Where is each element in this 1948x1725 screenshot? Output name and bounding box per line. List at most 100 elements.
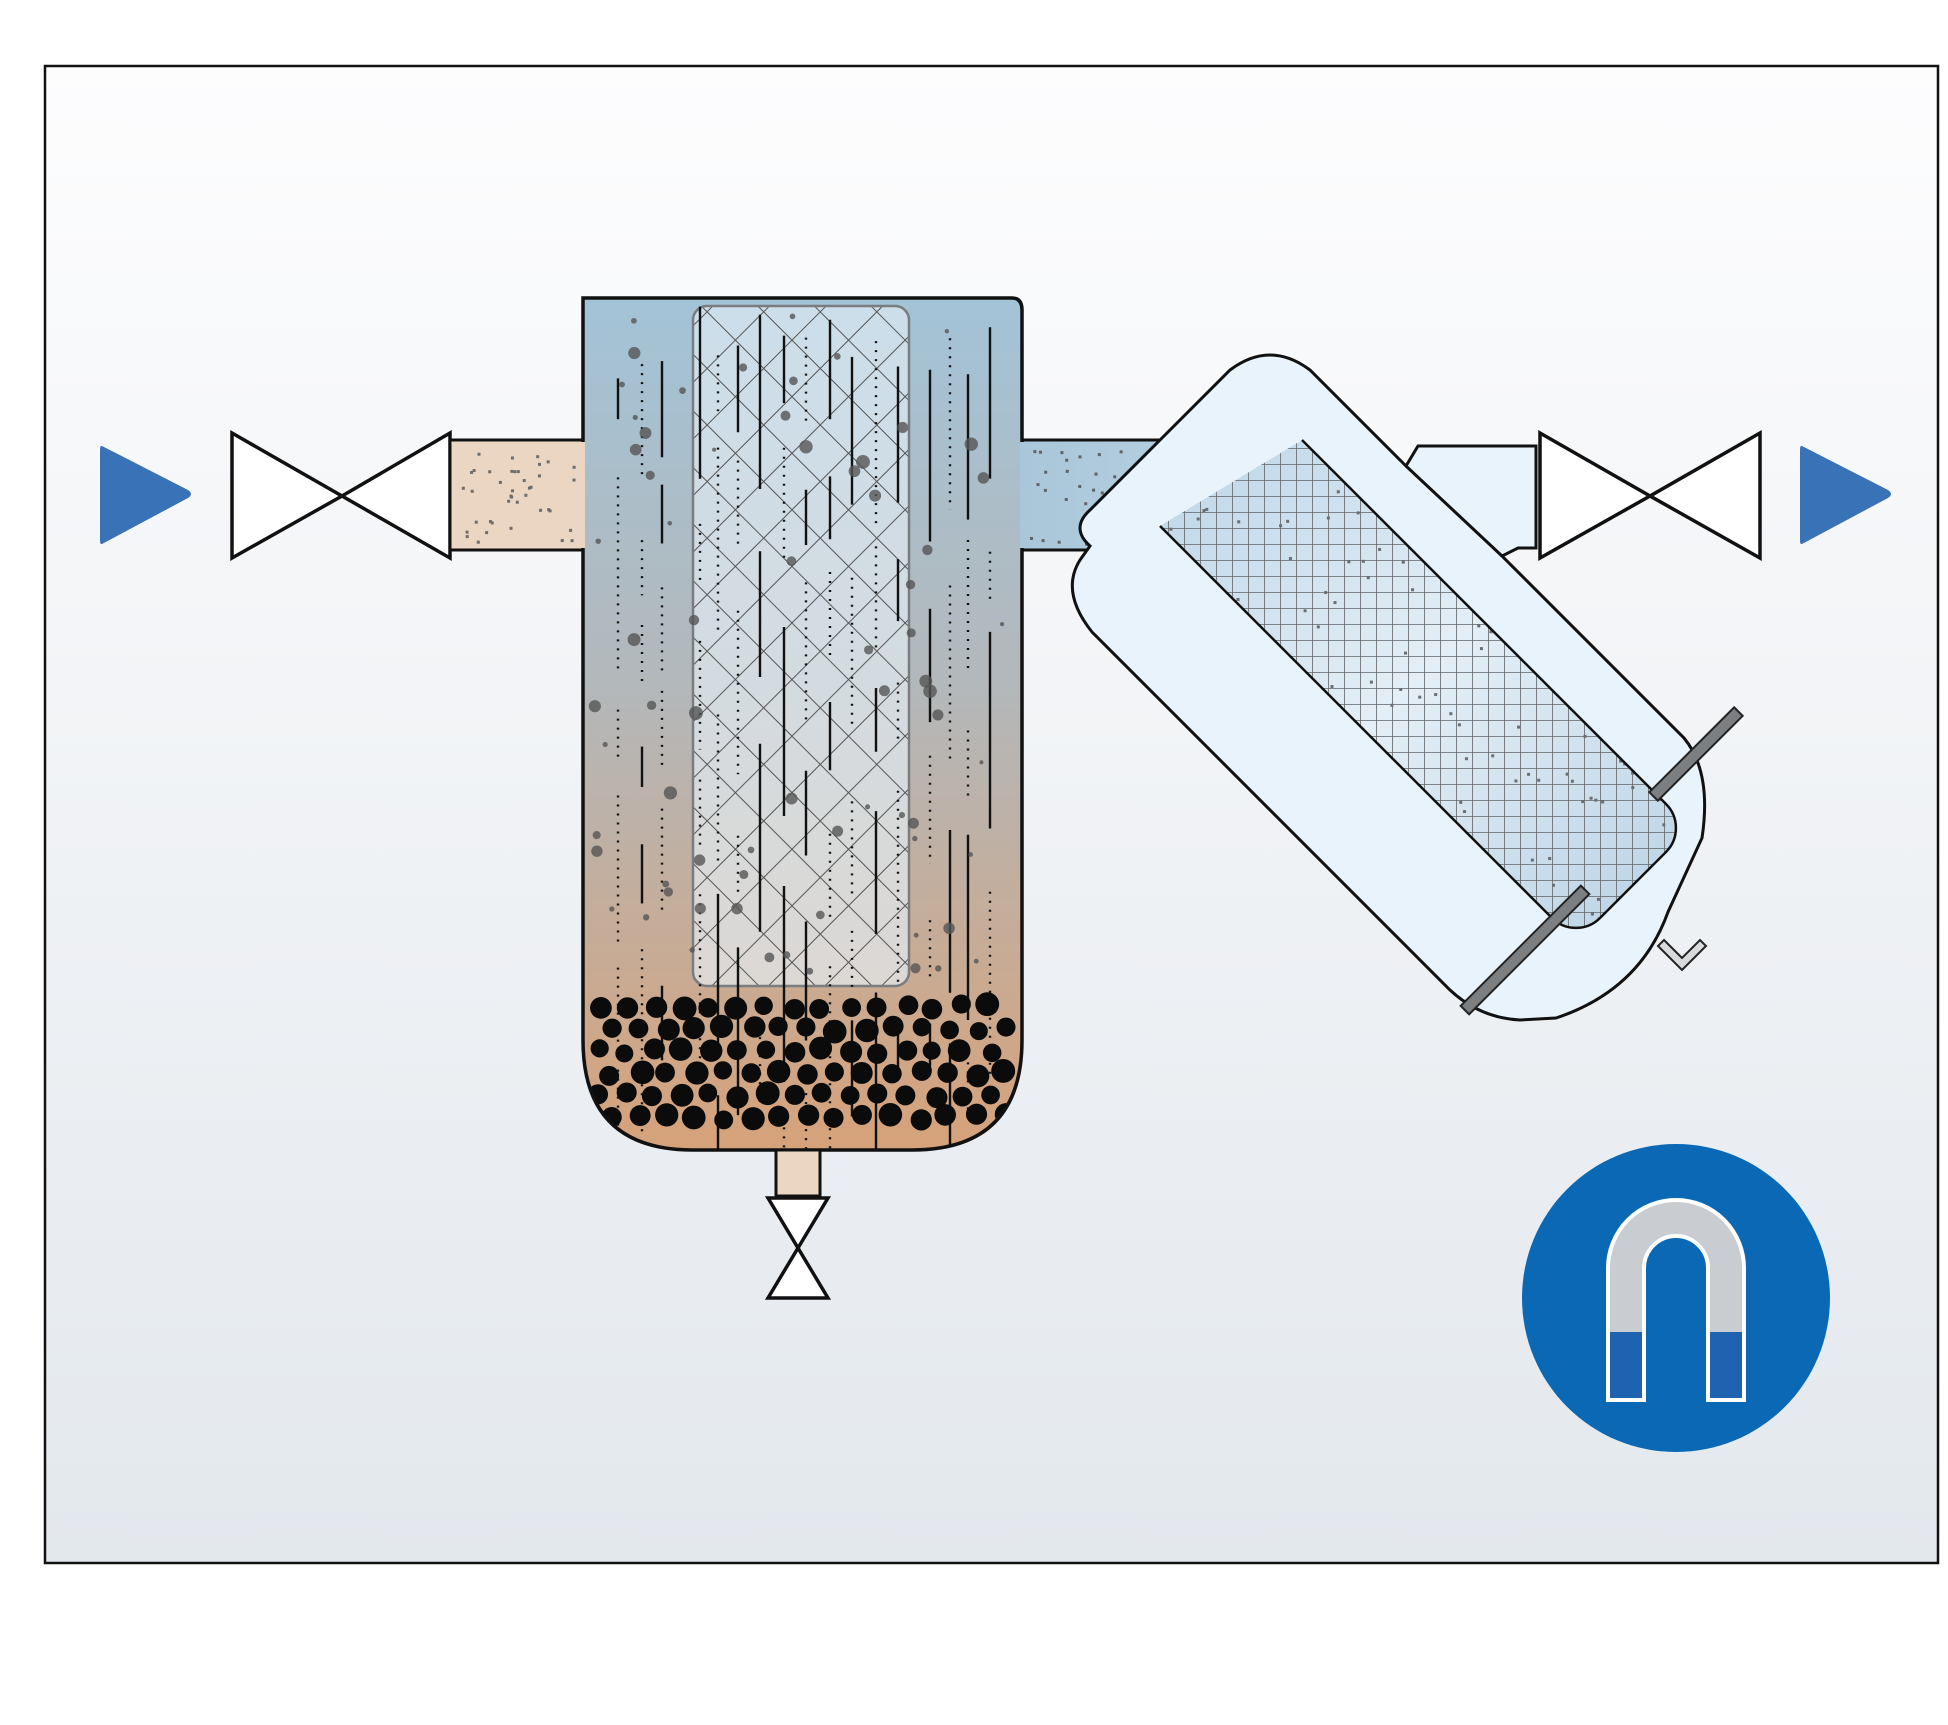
settled-particle — [926, 1087, 948, 1109]
dot — [789, 313, 796, 320]
speckle — [1078, 484, 1082, 488]
speckle — [1236, 597, 1240, 601]
dot — [785, 792, 798, 805]
speckle — [1097, 453, 1101, 457]
dot — [632, 414, 638, 421]
settled-particle — [882, 1063, 902, 1084]
speckle — [1119, 450, 1123, 454]
mesh-cartridge — [693, 306, 909, 986]
settled-particle — [951, 994, 971, 1014]
speckle — [1434, 693, 1438, 697]
inlet-pipe — [448, 438, 586, 552]
dot — [631, 317, 637, 324]
inlet-valve-icon[interactable] — [230, 429, 452, 562]
dot — [786, 556, 797, 567]
speckle — [1411, 588, 1415, 592]
dot — [663, 786, 678, 800]
speckle — [509, 526, 513, 530]
settled-particle — [797, 1104, 820, 1126]
settled-particle — [811, 1082, 832, 1103]
y-strainer — [1070, 353, 1745, 1022]
settled-particle — [851, 1104, 872, 1125]
settled-particle — [840, 1086, 860, 1105]
speckle — [1196, 517, 1200, 521]
speckle — [546, 460, 550, 464]
settled-particle — [867, 1083, 888, 1104]
dot — [747, 846, 755, 854]
speckle — [472, 469, 476, 473]
speckle — [569, 528, 573, 532]
speckle — [507, 499, 511, 503]
speckle — [488, 520, 492, 524]
settled-particle — [842, 998, 862, 1017]
dot — [944, 329, 950, 334]
dot — [629, 443, 642, 456]
settled-particle — [952, 1086, 973, 1107]
settled-particle — [921, 998, 943, 1020]
settled-particle — [975, 992, 1000, 1017]
dot — [943, 922, 955, 935]
settled-particle — [685, 1061, 709, 1085]
settled-particle — [797, 1064, 818, 1085]
dot — [977, 472, 990, 484]
settled-particle — [615, 1044, 634, 1063]
settled-particle — [629, 1105, 651, 1127]
settled-particle — [934, 1104, 956, 1126]
settled-particle — [866, 997, 887, 1018]
dot — [602, 741, 608, 748]
speckle — [1060, 451, 1064, 455]
dot — [799, 440, 813, 454]
settled-particle — [681, 1105, 706, 1130]
dot — [588, 700, 601, 713]
settled-particle — [630, 1060, 655, 1085]
drain-valve-icon[interactable] — [764, 1196, 832, 1300]
dot — [910, 963, 921, 974]
speckle — [1565, 772, 1569, 776]
dot — [865, 804, 871, 810]
dot — [864, 645, 874, 655]
dot — [592, 831, 601, 840]
speckle — [1489, 630, 1493, 634]
speckle — [490, 521, 494, 525]
dot — [922, 544, 933, 556]
settled-particle — [809, 999, 830, 1019]
dot — [738, 363, 748, 372]
speckle — [510, 469, 514, 473]
speckle — [1064, 497, 1068, 501]
speckle — [560, 539, 564, 543]
speckle — [529, 485, 533, 489]
horseshoe-magnet-icon — [1606, 1198, 1746, 1402]
speckle — [1333, 601, 1337, 605]
speckle — [476, 540, 480, 544]
speckle — [498, 480, 502, 484]
settled-particle — [655, 1103, 679, 1127]
speckle — [1530, 858, 1534, 862]
settled-particle — [590, 1039, 609, 1058]
settled-particle — [784, 998, 805, 1020]
dot — [783, 951, 791, 959]
speckle — [1316, 625, 1320, 629]
dot — [932, 709, 944, 721]
dot — [935, 965, 942, 972]
speckle — [510, 456, 514, 460]
settled-particle — [756, 1040, 776, 1059]
outlet-valve-icon[interactable] — [1538, 429, 1762, 561]
dot — [627, 633, 641, 647]
dot — [913, 932, 919, 938]
speckle — [1619, 759, 1623, 763]
settled-particle — [698, 1083, 718, 1103]
speckle — [570, 539, 574, 543]
speckle — [1418, 695, 1422, 699]
settled-particle — [714, 1110, 734, 1130]
settled-particle — [768, 1105, 790, 1127]
settled-particle — [657, 1018, 680, 1041]
settled-particle — [713, 1061, 733, 1080]
dot — [663, 887, 674, 897]
speckle — [1631, 771, 1635, 775]
separator-vessel — [581, 296, 1024, 1152]
inlet-flow-arrow-icon — [100, 445, 191, 545]
dot — [645, 470, 655, 480]
settled-particle — [910, 1109, 932, 1131]
speckle — [1202, 509, 1206, 513]
